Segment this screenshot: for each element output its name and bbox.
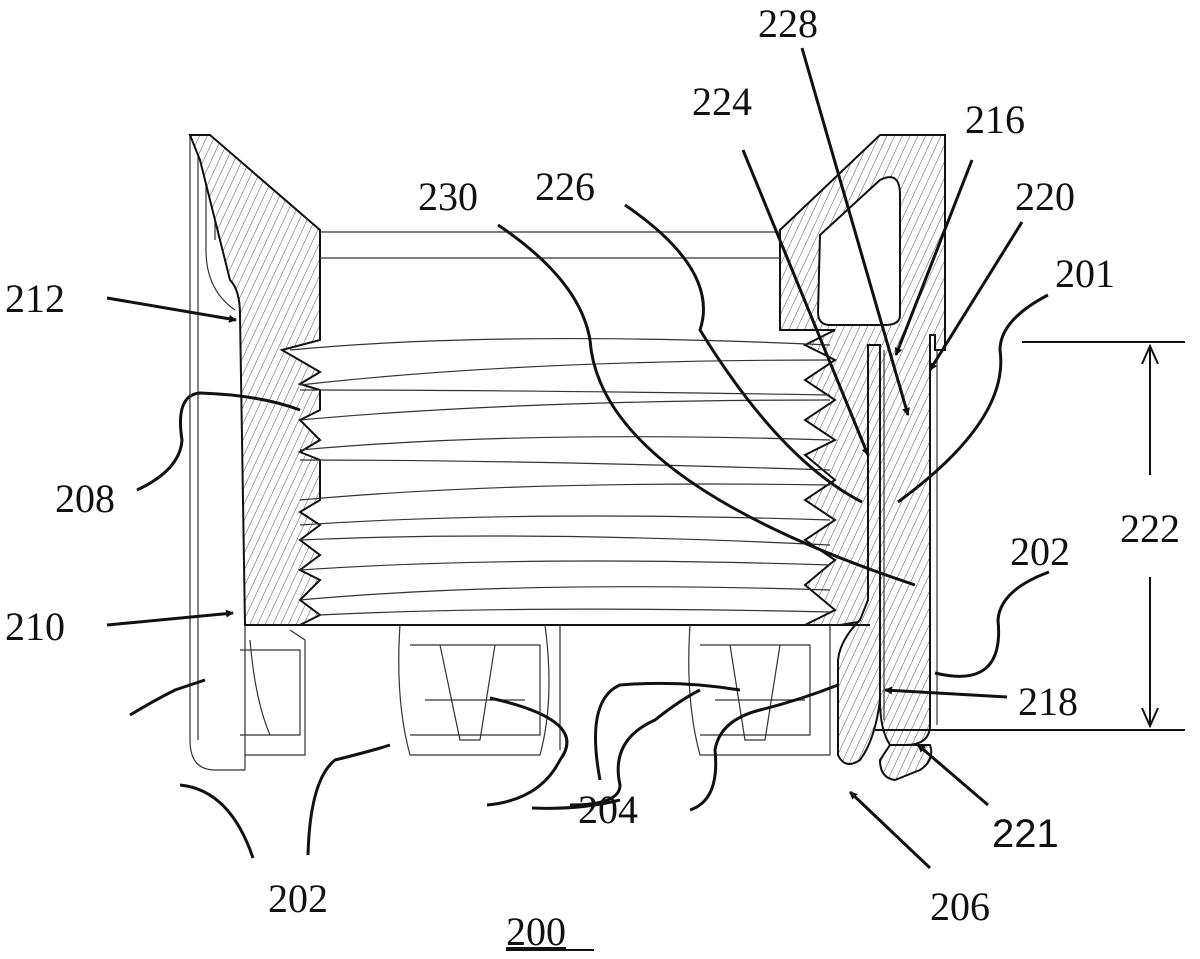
leader-210 (106, 609, 234, 627)
label-208: 208 (55, 476, 115, 521)
leader-204-a (486, 696, 569, 807)
right-outer-wall (883, 350, 938, 725)
leader-212 (106, 296, 237, 323)
leader-226 (624, 203, 863, 504)
dimension-222 (875, 341, 1185, 731)
flex-arm (837, 344, 881, 765)
label-204: 204 (578, 787, 638, 832)
figure-number: 200 (506, 909, 566, 954)
leader-204-b (531, 798, 621, 810)
lower-fingers (240, 624, 831, 770)
left-hatched-body (188, 134, 322, 626)
label-202-right: 202 (1010, 529, 1070, 574)
label-210: 210 (5, 604, 65, 649)
leader-221 (917, 743, 989, 807)
leader-202-mid (306, 743, 391, 856)
label-226: 226 (535, 164, 595, 209)
leader-202-left-a (129, 678, 206, 717)
leader-216 (894, 159, 974, 356)
leader-206 (848, 790, 932, 870)
label-230: 230 (418, 174, 478, 219)
leader-228 (800, 47, 910, 416)
label-220: 220 (1015, 174, 1075, 219)
leader-202-right (934, 570, 1050, 678)
leader-220 (928, 221, 1024, 371)
leader-204-d (569, 688, 701, 807)
leader-202-left-b (179, 783, 255, 859)
leader-218 (884, 686, 1008, 699)
label-221: 221 (992, 812, 1059, 856)
label-202-left: 202 (268, 876, 328, 921)
thread-lines (245, 231, 870, 626)
tip-221 (878, 744, 933, 782)
label-206: 206 (930, 884, 990, 929)
leader-224 (741, 149, 870, 456)
label-216: 216 (965, 97, 1025, 142)
leader-204-c (594, 681, 741, 781)
leader-201 (897, 293, 1049, 504)
leader-208 (136, 391, 301, 492)
leader-204-e (689, 683, 839, 812)
leader-lines (106, 47, 1050, 870)
label-228: 228 (758, 1, 818, 46)
label-218: 218 (1018, 679, 1078, 724)
right-body-slot (816, 176, 901, 326)
label-212: 212 (5, 276, 65, 321)
leader-230 (497, 223, 916, 587)
label-224: 224 (692, 79, 752, 124)
label-222: 222 (1120, 506, 1180, 551)
label-201: 201 (1055, 251, 1115, 296)
